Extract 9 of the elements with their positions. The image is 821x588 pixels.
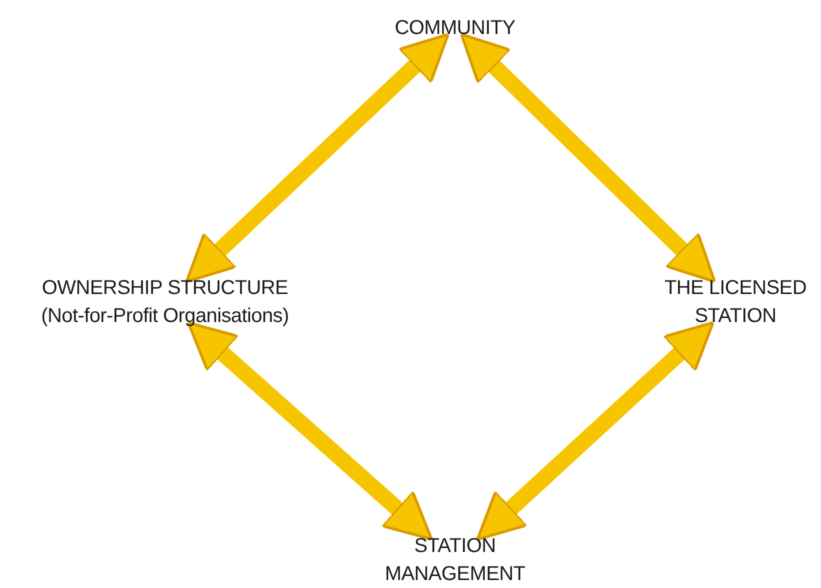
node-subtitle: (Not-for-Profit Organisations) <box>41 304 289 329</box>
node-label: COMMUNITY <box>394 16 516 41</box>
node-label: STATION MANAGEMENT <box>384 534 526 587</box>
double-arrow <box>187 321 433 541</box>
double-arrow <box>460 32 716 284</box>
node-label: THE LICENSED STATION <box>664 276 808 329</box>
double-arrow <box>185 33 450 283</box>
double-arrow <box>476 321 714 541</box>
node-label: OWNERSHIP STRUCTURE <box>42 276 288 301</box>
